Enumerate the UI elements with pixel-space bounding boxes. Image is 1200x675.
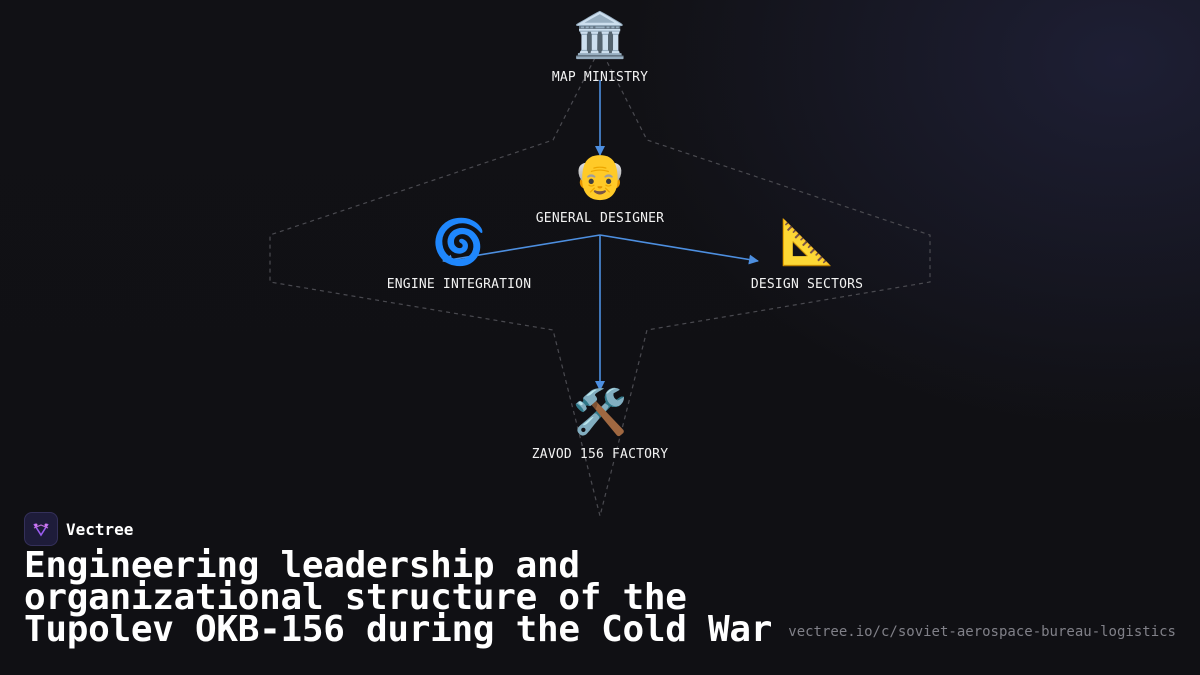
node-label: ENGINE INTEGRATION [387,277,531,292]
edge-designer-to-sectors [599,234,759,265]
brand: Vectree [24,512,133,546]
older-man-icon: 👴 [573,151,628,202]
brand-name: Vectree [66,519,134,539]
classical-building-icon: 🏛️ [573,10,628,61]
node-design-sectors[interactable]: 📐 DESIGN SECTORS [751,217,863,292]
node-label: GENERAL DESIGNER [536,211,664,226]
node-zavod-156-factory[interactable]: 🛠️ ZAVOD 156 FACTORY [532,385,668,462]
source-url[interactable]: vectree.io/c/soviet-aerospace-bureau-log… [788,624,1176,640]
vectree-logo-icon [24,512,58,546]
node-label: DESIGN SECTORS [751,277,863,292]
triangular-ruler-icon: 📐 [780,217,835,268]
node-map-ministry[interactable]: 🏛️ MAP MINISTRY [552,10,648,85]
hammer-and-wrench-icon: 🛠️ [573,385,628,438]
edge-designer-to-engine [442,234,601,265]
edges [442,80,759,391]
page-title: Engineering leadership and organizationa… [24,545,773,650]
node-engine-integration[interactable]: 🌀 ENGINE INTEGRATION [387,215,531,292]
star-outline [269,46,931,517]
node-general-designer[interactable]: 👴 GENERAL DESIGNER [536,151,664,226]
node-label: MAP MINISTRY [552,70,648,85]
node-label: ZAVOD 156 FACTORY [532,447,668,462]
cyclone-icon: 🌀 [432,215,487,268]
